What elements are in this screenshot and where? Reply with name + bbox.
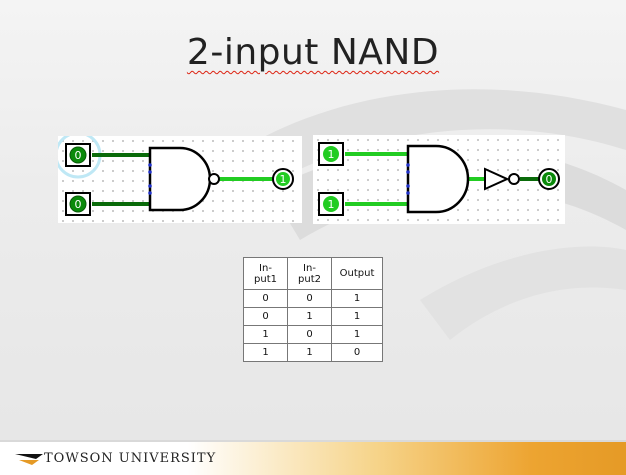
table-row: 1 1 0	[243, 343, 383, 362]
table-cell: 1	[331, 289, 383, 308]
footer-brand-text: TOWSON UNIVERSITY	[44, 451, 217, 466]
slide-title: 2-input NAND	[0, 32, 626, 73]
table-row: 1 0 1	[243, 325, 383, 344]
and-not-circuit-right: 1 1 0	[318, 142, 560, 216]
circuit-panel-right: 1 1 0	[313, 135, 565, 224]
output-pin-value: 1	[280, 173, 287, 186]
input-pin-2[interactable]: 1	[318, 192, 344, 216]
output-pin: 0	[538, 168, 560, 190]
table-cell: 1	[243, 325, 288, 344]
header-input1: In- put1	[243, 257, 288, 290]
table-cell: 0	[243, 307, 288, 326]
footer-bar: TOWSON UNIVERSITY	[0, 440, 626, 475]
truth-table: In- put1 In- put2 Output 0 0 1 0 1 1 1 0…	[243, 257, 383, 362]
input-pin-1[interactable]: 0	[65, 143, 91, 167]
input-pin-1[interactable]: 1	[318, 142, 344, 166]
footer-divider	[0, 440, 626, 442]
table-cell: 1	[287, 343, 332, 362]
input-pin-1-value: 1	[328, 148, 335, 161]
output-pin: 1	[272, 168, 294, 190]
header-output: Output	[331, 257, 383, 290]
table-row: 0 1 1	[243, 307, 383, 326]
input-pin-2[interactable]: 0	[65, 192, 91, 216]
table-cell: 1	[243, 343, 288, 362]
table-cell: 0	[287, 325, 332, 344]
table-cell: 1	[331, 307, 383, 326]
input-pin-2-value: 1	[328, 198, 335, 211]
input-pin-2-value: 0	[75, 198, 82, 211]
input-pin-1-value: 0	[75, 149, 82, 162]
nand-circuit-left: 0 0 1	[58, 136, 294, 216]
table-cell: 1	[331, 325, 383, 344]
and-gate[interactable]	[406, 144, 470, 214]
output-pin-value: 0	[546, 173, 553, 186]
table-cell: 0	[331, 343, 383, 362]
table-cell: 0	[287, 289, 332, 308]
table-cell: 0	[243, 289, 288, 308]
not-gate[interactable]	[484, 167, 520, 191]
table-row: 0 0 1	[243, 289, 383, 308]
circuit-panel-left: 0 0 1	[58, 136, 302, 223]
towson-logo-icon	[15, 454, 43, 465]
slide-title-text: 2-input NAND	[186, 32, 440, 73]
table-header-row: In- put1 In- put2 Output	[243, 257, 383, 290]
table-cell: 1	[287, 307, 332, 326]
nand-gate[interactable]	[148, 146, 220, 212]
header-input2: In- put2	[287, 257, 332, 290]
